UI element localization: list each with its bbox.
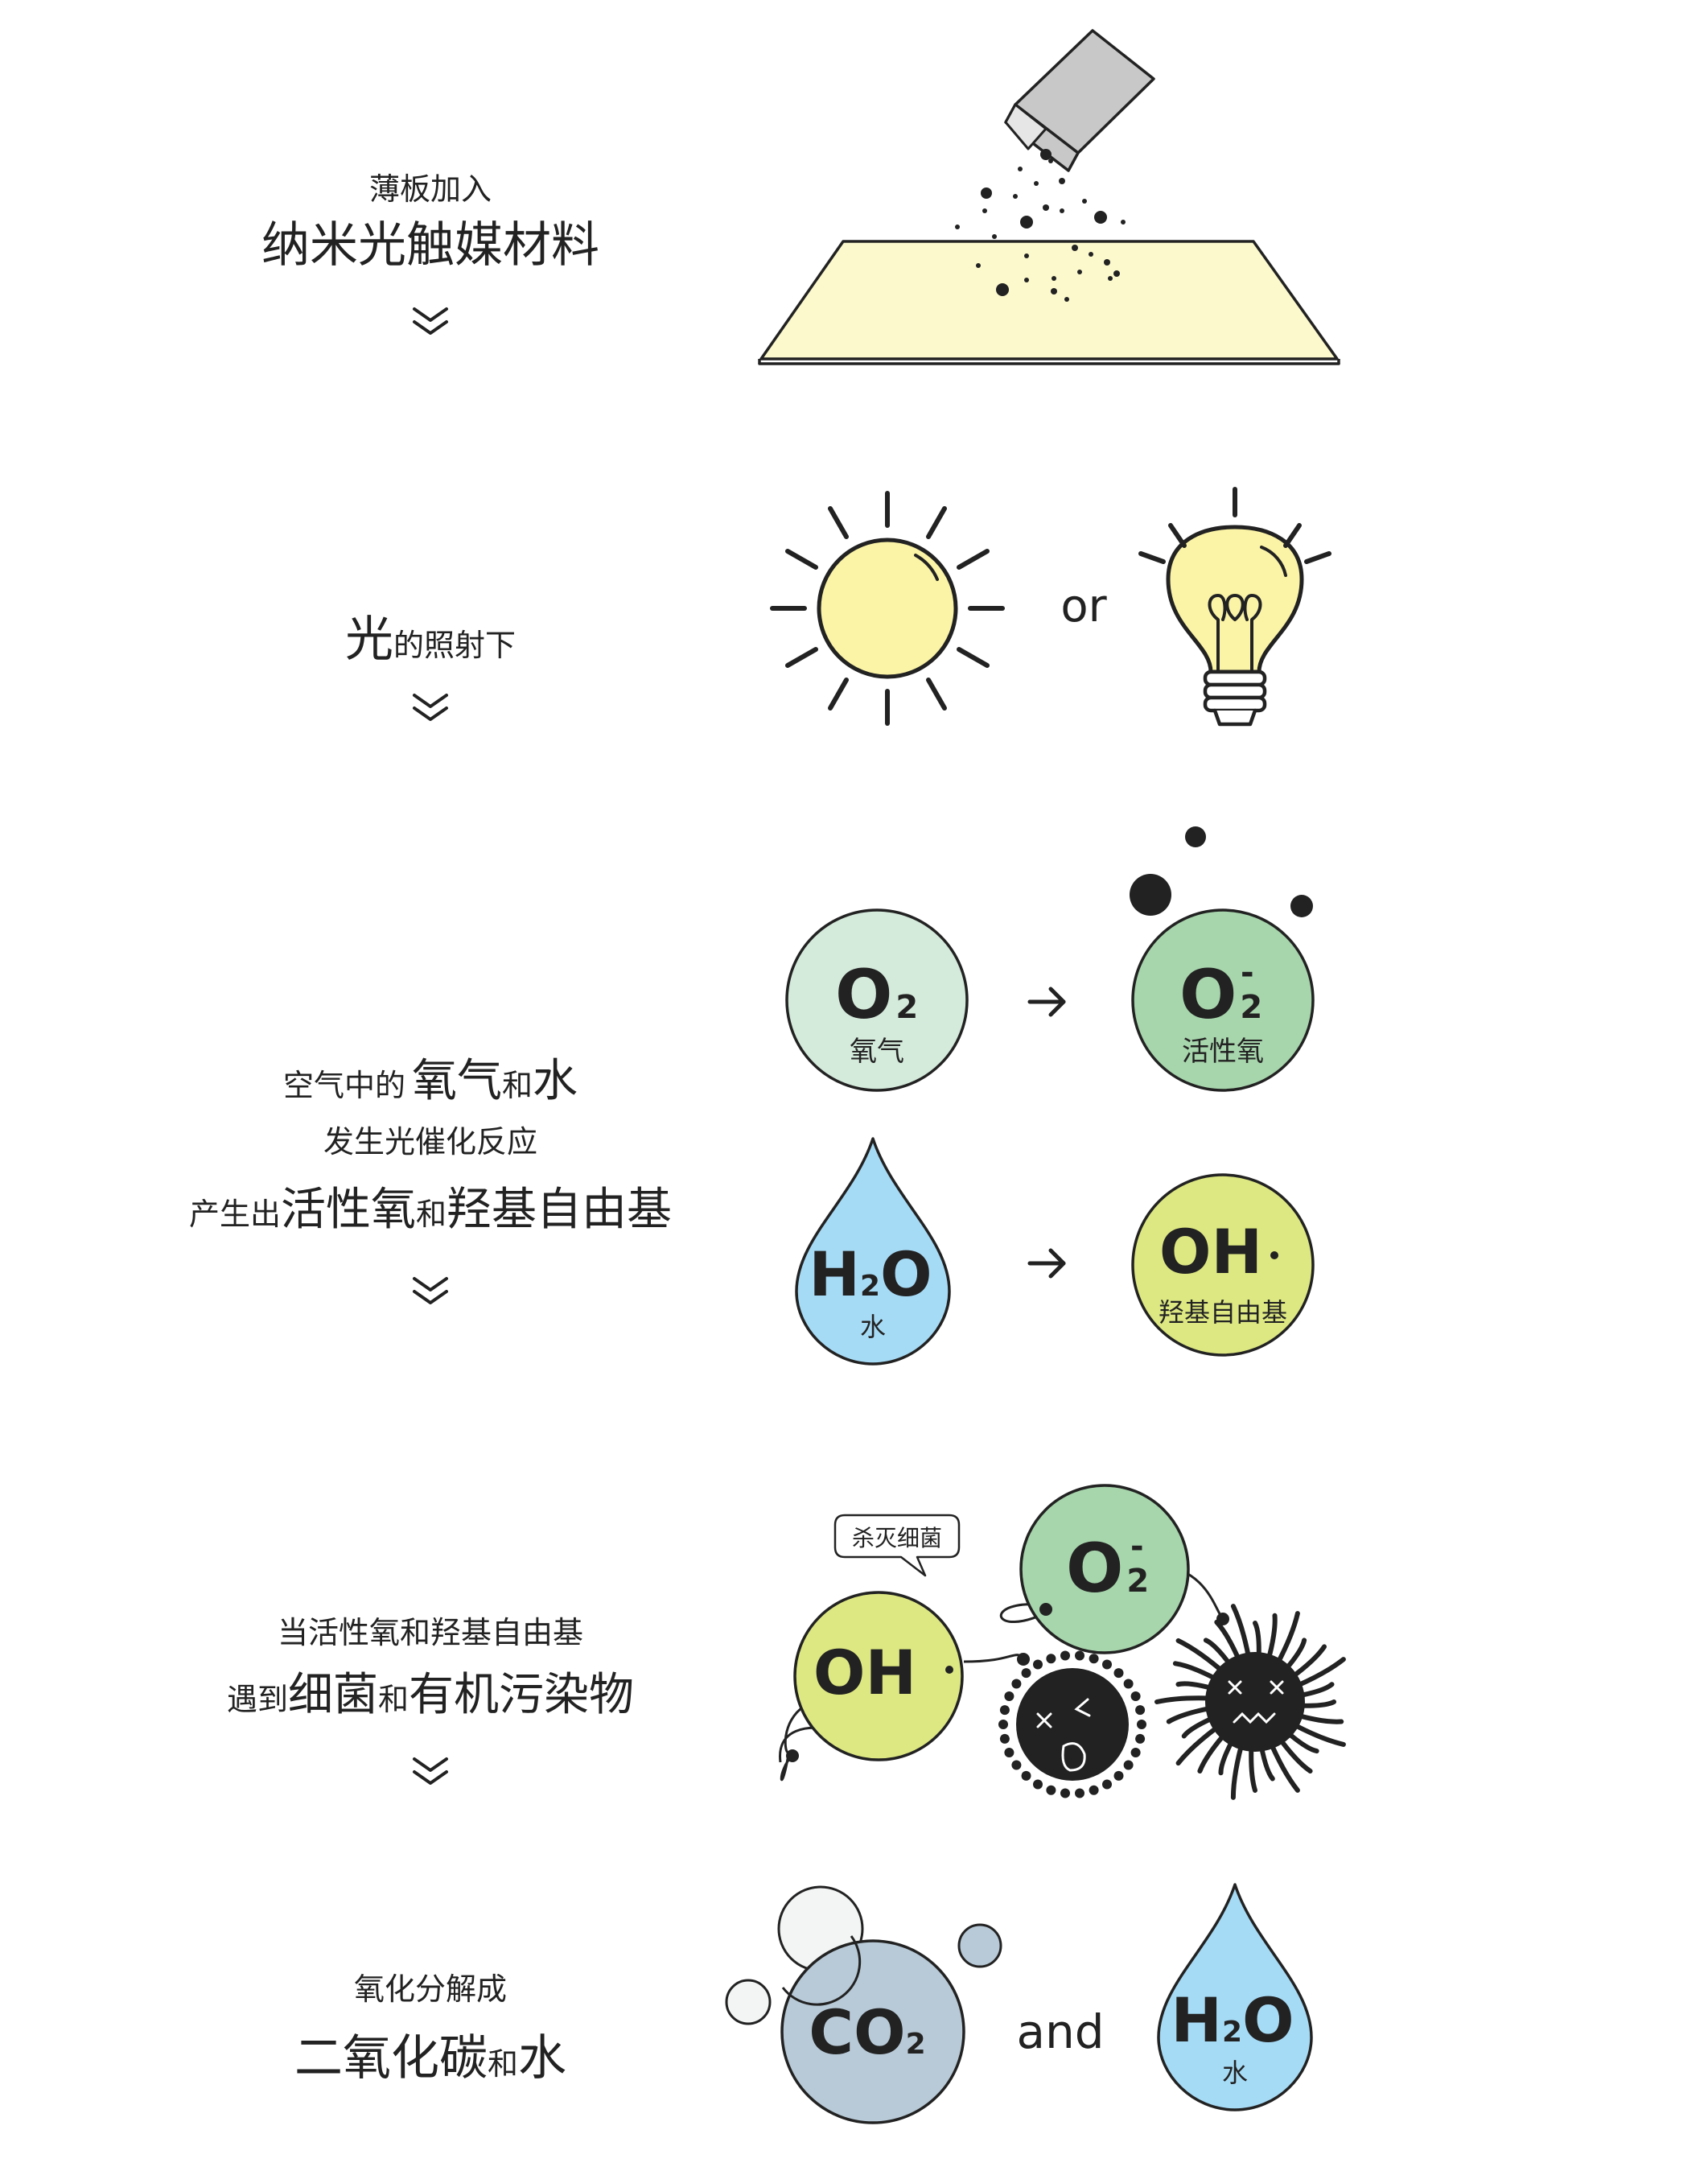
germ-dot: [1135, 1705, 1146, 1716]
o2-label: 氧气: [850, 1036, 904, 1068]
step1-caption: 薄板加入 纳米光触媒材料: [261, 171, 599, 335]
germ-dot: [1046, 1785, 1056, 1795]
step1-line1: 薄板加入: [369, 171, 492, 207]
germ-dot: [1113, 1770, 1124, 1781]
water-formula-final: H2O: [1171, 1984, 1294, 2056]
light-bulb-icon: [1138, 487, 1331, 727]
germ-dot: [1102, 1659, 1112, 1670]
bacteria-icon: [1154, 1604, 1346, 1800]
germ-dot: [1137, 1720, 1146, 1729]
germ-dot: [1075, 1788, 1084, 1798]
oh-label: 羟基自由基: [1159, 1297, 1287, 1328]
oh-formula: OH: [1159, 1216, 1262, 1287]
germ-dot: [1113, 1668, 1124, 1679]
germ-dot: [1011, 1760, 1022, 1770]
step5-line1: 氧化分解成: [354, 1971, 507, 2007]
germ-dot: [998, 1720, 1008, 1729]
step4-line2: 遇到细菌和有机污染物: [227, 1669, 634, 1721]
germ-dot: [1021, 1668, 1031, 1679]
step4-caption: 当活性氧和羟基自由基 遇到细菌和有机污染物: [227, 1615, 634, 1785]
co2-formula: CO2: [809, 1996, 925, 2068]
step3-caption: 空气中的氧气和水 发生光催化反应 产生出活性氧和羟基自由基: [189, 1055, 672, 1304]
germ-dot: [1004, 1748, 1015, 1757]
active-o2-charge: -: [1241, 954, 1254, 991]
sun-icon: [770, 491, 1005, 726]
germ-dot: [1123, 1679, 1134, 1689]
step2-rest: 的照射下: [393, 628, 516, 663]
down-chevron-icon: [413, 1757, 448, 1785]
arrow-right-icon: [1027, 1248, 1066, 1279]
germ-dot: [1089, 1785, 1099, 1795]
step5-line2: 二氧化碳和水: [294, 2030, 566, 2087]
water-label: 水: [860, 1312, 886, 1342]
down-chevron-icon: [413, 1277, 448, 1304]
germ-dot: [1130, 1748, 1141, 1757]
germ-icon: [998, 1650, 1146, 1798]
water-formula: H2O: [809, 1238, 932, 1310]
speech-bubble-icon: 杀灭细菌: [833, 1514, 961, 1577]
down-chevron-icon: [413, 694, 448, 721]
oh-attack-formula: OH: [813, 1637, 916, 1708]
active-o2-label: 活性氧: [1182, 1036, 1264, 1068]
step2-caption-text: 光的照射下: [345, 612, 516, 668]
germ-dot: [1021, 1770, 1031, 1781]
and-text: and: [1016, 2004, 1104, 2059]
germ-dot: [1089, 1654, 1099, 1664]
germ-dot: [1060, 1650, 1070, 1661]
germ-dot: [1011, 1679, 1022, 1689]
down-chevron-icon: [413, 307, 448, 335]
germ-dot: [1135, 1733, 1146, 1744]
or-text: or: [1060, 580, 1107, 632]
germ-dot: [1033, 1659, 1043, 1670]
step3-line3: 产生出活性氧和羟基自由基: [189, 1184, 672, 1236]
step3-line1: 空气中的氧气和水: [283, 1055, 578, 1107]
water-drop-icon: H2O 水: [795, 1137, 951, 1366]
water-drop-icon: H2O 水: [1157, 1883, 1313, 2111]
pouring-box-icon: [1004, 29, 1155, 172]
water-label-final: 水: [1222, 2058, 1248, 2088]
germ-dot: [1004, 1691, 1015, 1701]
nano-particles: [955, 159, 1126, 302]
step1-line2: 纳米光触媒材料: [261, 217, 599, 274]
germ-dot: [1075, 1650, 1084, 1661]
co2-molecule: CO2: [725, 1885, 1002, 2124]
oh-radical-attack: OH: [784, 1591, 964, 1762]
germ-dot: [1123, 1760, 1134, 1770]
germ-dot: [1102, 1779, 1112, 1790]
germ-dot: [1130, 1691, 1141, 1701]
radical-dot: [945, 1666, 953, 1674]
germ-dot: [1033, 1779, 1043, 1790]
step4-line1: 当活性氧和羟基自由基: [278, 1615, 583, 1650]
step2-caption: 光的照射下: [345, 612, 516, 721]
board-with-particles: [758, 29, 1340, 365]
step2-big: 光: [345, 612, 393, 668]
radical-dot: [1270, 1251, 1278, 1259]
germ-dot: [1060, 1788, 1070, 1798]
active-o2-attack-charge: -: [1130, 1528, 1144, 1565]
germ-dot: [999, 1733, 1010, 1744]
arrow-right-icon: [1027, 987, 1066, 1017]
speech-bubble-text: 杀灭细菌: [852, 1525, 942, 1551]
step3-line2: 发生光催化反应: [323, 1124, 537, 1160]
germ-dot: [1046, 1654, 1056, 1664]
board-icon: [759, 240, 1339, 360]
oh-radical: OH 羟基自由基: [1131, 1173, 1315, 1357]
step5-caption: 氧化分解成 二氧化碳和水: [294, 1971, 566, 2087]
germ-dot: [999, 1705, 1010, 1716]
